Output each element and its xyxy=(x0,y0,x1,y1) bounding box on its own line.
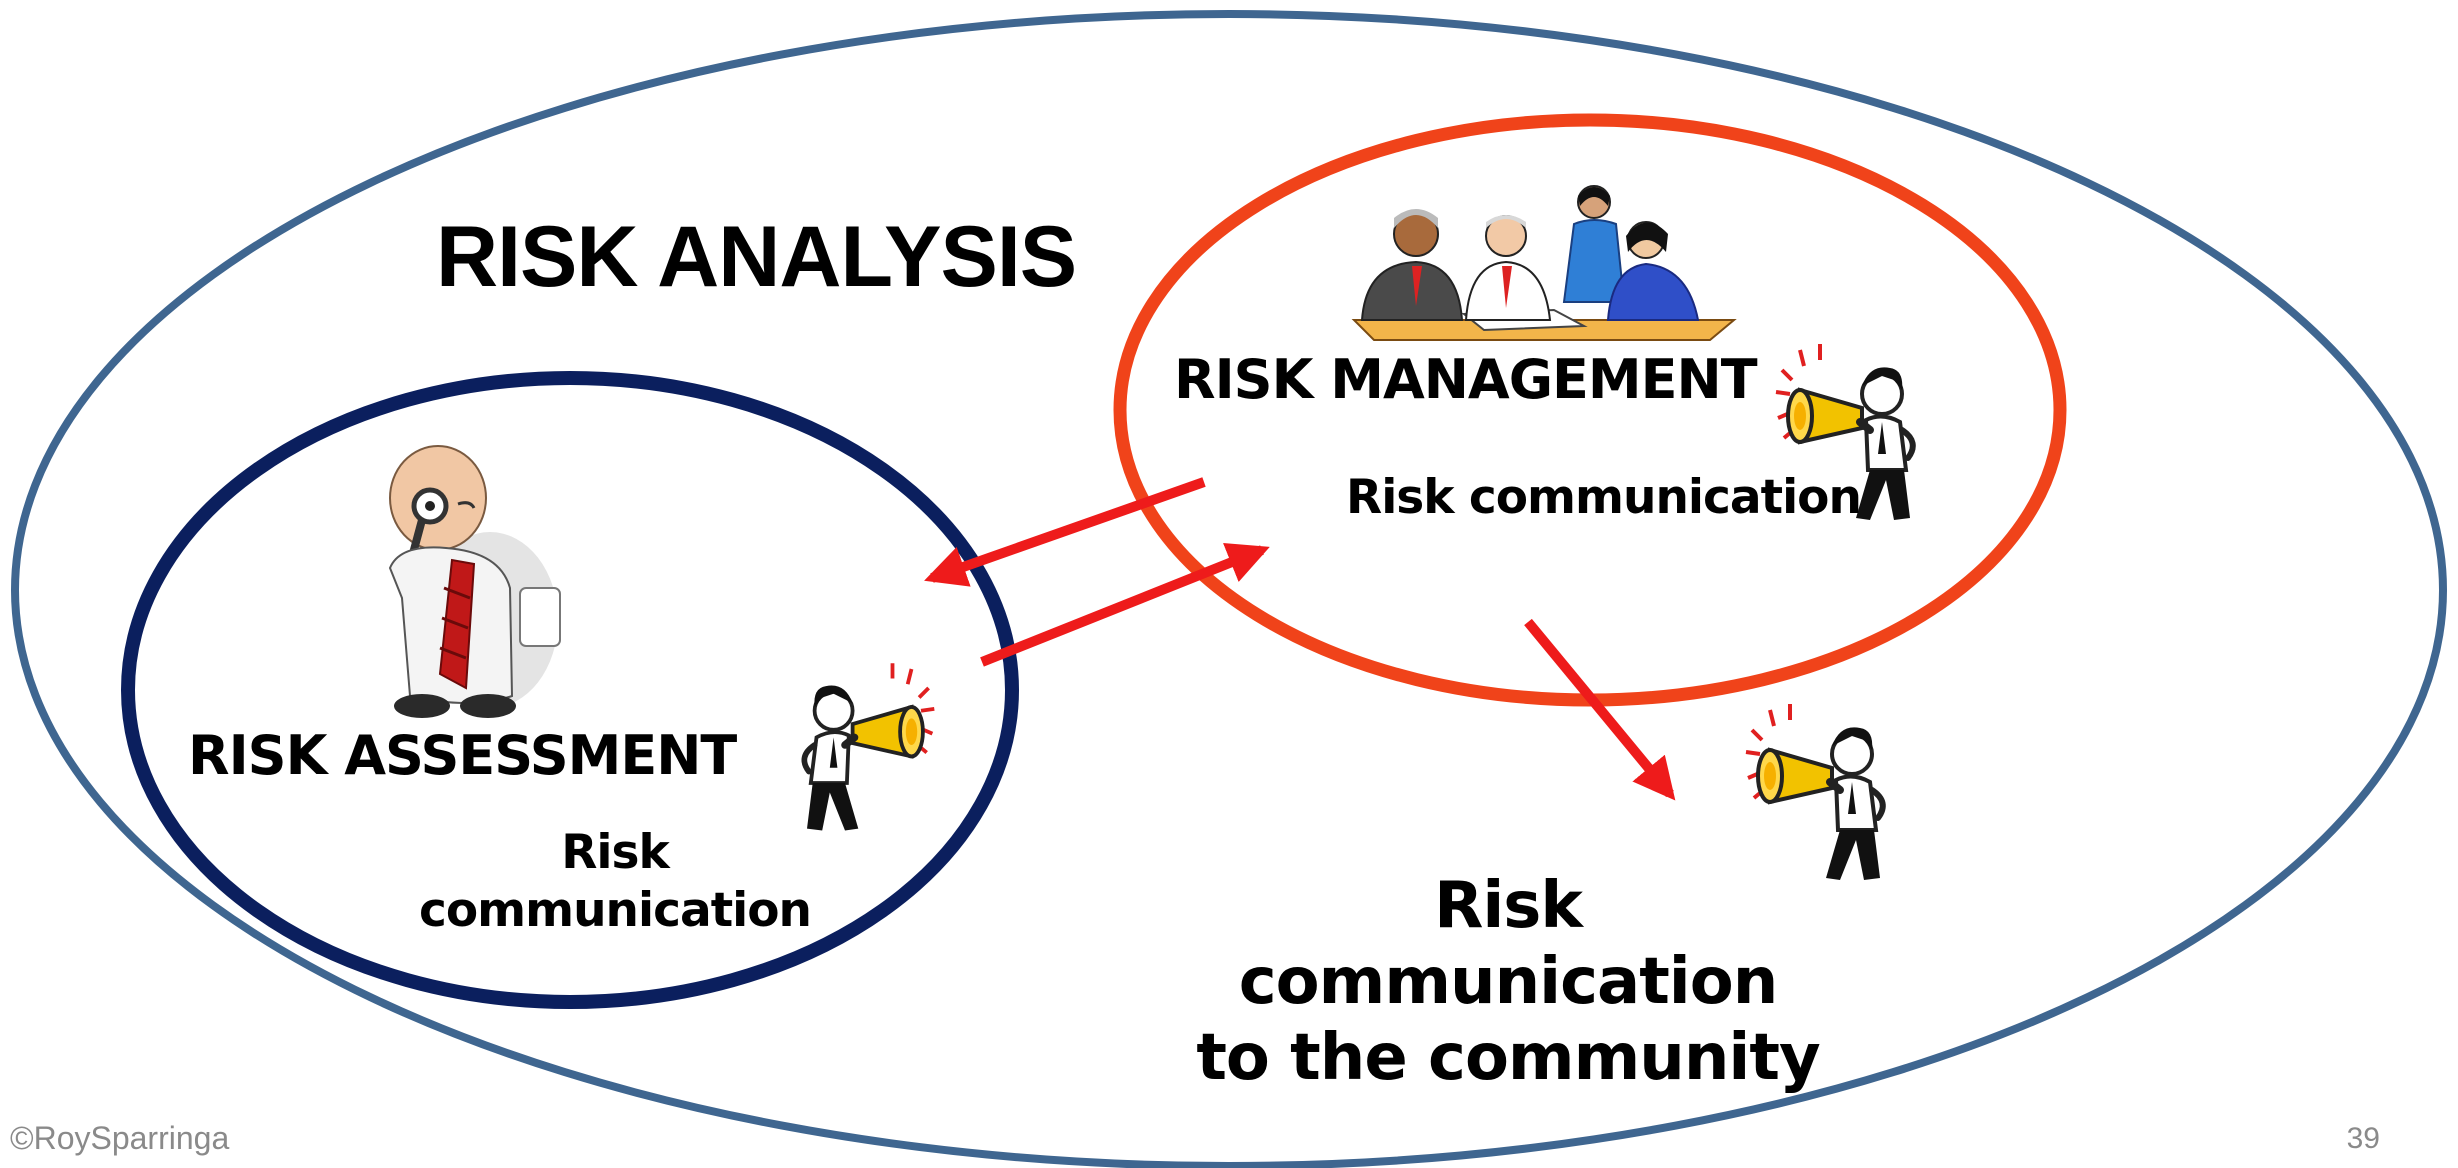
inspector-with-magnifier-icon xyxy=(388,445,561,718)
megaphone-person-icon-assessment xyxy=(804,663,934,830)
meeting-group-icon xyxy=(1351,185,1737,341)
copyright-notice: ©RoySparringa xyxy=(10,1120,230,1156)
arrow-management-to-community xyxy=(1524,618,1676,801)
arrow-assessment-to-management xyxy=(980,542,1270,667)
megaphone-person-icon-community xyxy=(1746,704,1883,880)
community-line-1: Risk communication xyxy=(1238,869,1779,1019)
arrow-management-to-assessment xyxy=(924,477,1206,587)
slide-page-number: 39 xyxy=(2346,1122,2380,1155)
risk-assessment-ellipse xyxy=(121,371,1019,1009)
community-line-2: to the community xyxy=(1196,1021,1820,1095)
community-communication-label: Risk communication to the community xyxy=(1168,868,1848,1096)
management-risk-communication-label: Risk communication xyxy=(1346,470,1862,525)
risk-analysis-title: RISK ANALYSIS xyxy=(436,209,1077,305)
risk-analysis-ellipse xyxy=(11,10,2447,1168)
assessment-risk-communication-label: Risk communication xyxy=(410,824,820,940)
assessment-communication-line-1: Risk xyxy=(561,825,670,880)
risk-assessment-label: RISK ASSESSMENT xyxy=(188,724,737,787)
assessment-communication-line-2: communication xyxy=(418,883,812,938)
risk-management-label: RISK MANAGEMENT xyxy=(1174,348,1758,411)
